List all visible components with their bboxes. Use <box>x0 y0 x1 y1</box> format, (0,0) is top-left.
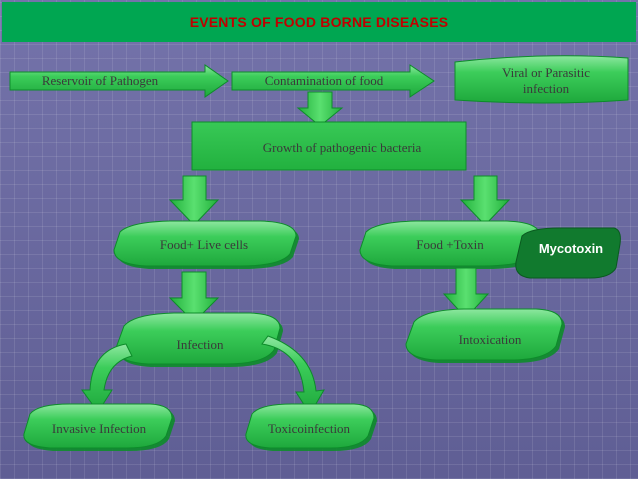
growth-node <box>191 121 467 171</box>
curved-arrow-toxicoinfection <box>261 335 325 415</box>
intoxication-node <box>405 308 565 363</box>
viral-node <box>454 55 629 104</box>
arrow-growth-food-toxin <box>459 175 511 226</box>
toxicoinfection-node <box>245 403 377 451</box>
mycotoxin-label: Mycotoxin <box>538 240 604 256</box>
arrow-food-live-infection <box>168 271 220 323</box>
arrow-contamination-viral <box>231 64 435 98</box>
infection-node <box>115 312 283 367</box>
arrow-contamination-growth <box>296 91 344 127</box>
arrow-reservoir-contamination <box>9 64 229 98</box>
invasive-node <box>23 403 175 451</box>
page-title: EVENTS OF FOOD BORNE DISEASES <box>189 14 449 30</box>
food-live-node <box>113 220 299 269</box>
arrow-food-toxin-intoxication <box>442 267 490 319</box>
food-toxin-node <box>359 220 543 269</box>
curved-arrow-invasive <box>81 343 133 413</box>
mycotoxin-node <box>515 227 621 279</box>
title-bar: EVENTS OF FOOD BORNE DISEASES <box>2 2 636 42</box>
arrow-growth-food-live <box>168 175 220 226</box>
